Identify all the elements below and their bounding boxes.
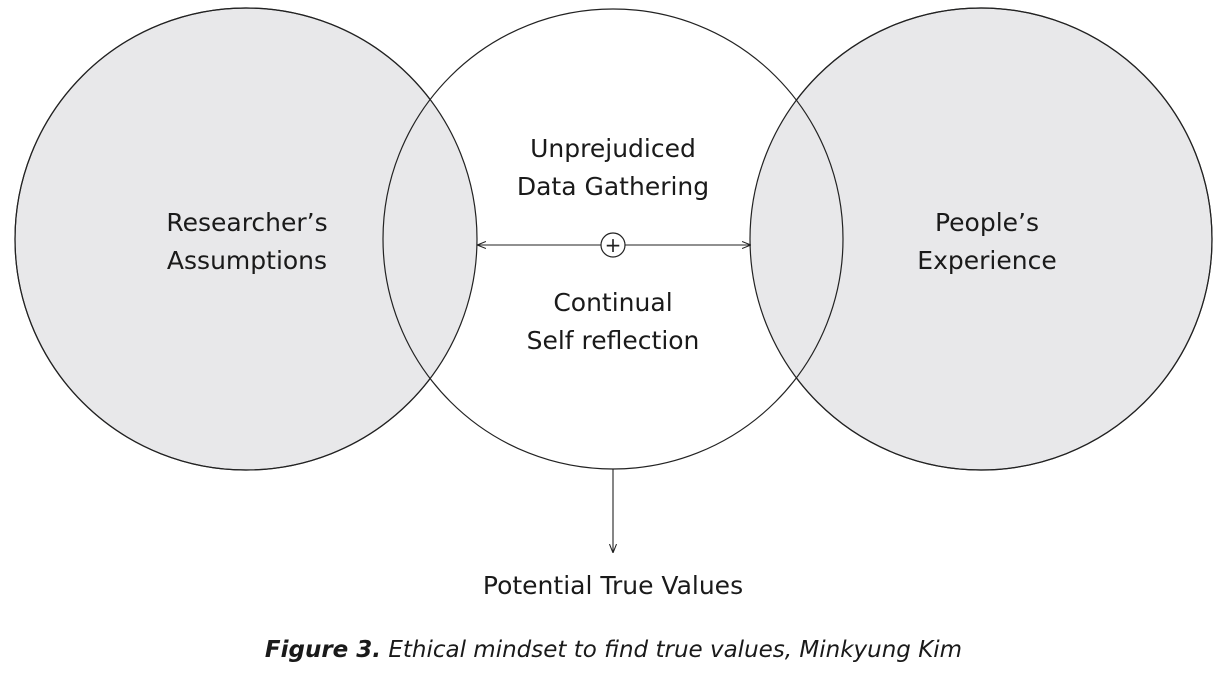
plus-symbol: + [605, 233, 622, 257]
center-top-line1: Unprejudiced [530, 134, 696, 163]
right-label-line1: People’s [934, 208, 1040, 237]
left-circle-label: Researcher’s Assumptions [166, 204, 327, 280]
left-label-line1: Researcher’s [166, 208, 328, 237]
plus-circle-icon [600, 232, 626, 258]
right-circle-label: People’s Experience [917, 204, 1056, 280]
left-label-line2: Assumptions [166, 246, 328, 275]
center-bottom-label: Continual Self reflection [527, 284, 700, 360]
center-top-line2: Data Gathering [516, 172, 710, 201]
left-circle-outline [14, 7, 478, 471]
right-label-line2: Experience [917, 246, 1057, 275]
caption-text: Ethical mindset to find true values, Min… [381, 637, 963, 663]
figure-caption: Figure 3. Ethical mindset to find true v… [0, 637, 1227, 663]
center-bottom-line2: Self reflection [526, 326, 700, 355]
right-circle-outline [749, 7, 1213, 471]
center-top-label: Unprejudiced Data Gathering [517, 130, 709, 206]
center-bottom-line1: Continual [553, 288, 673, 317]
output-label: Potential True Values [482, 571, 744, 600]
figure-number: Figure 3. [264, 637, 382, 663]
